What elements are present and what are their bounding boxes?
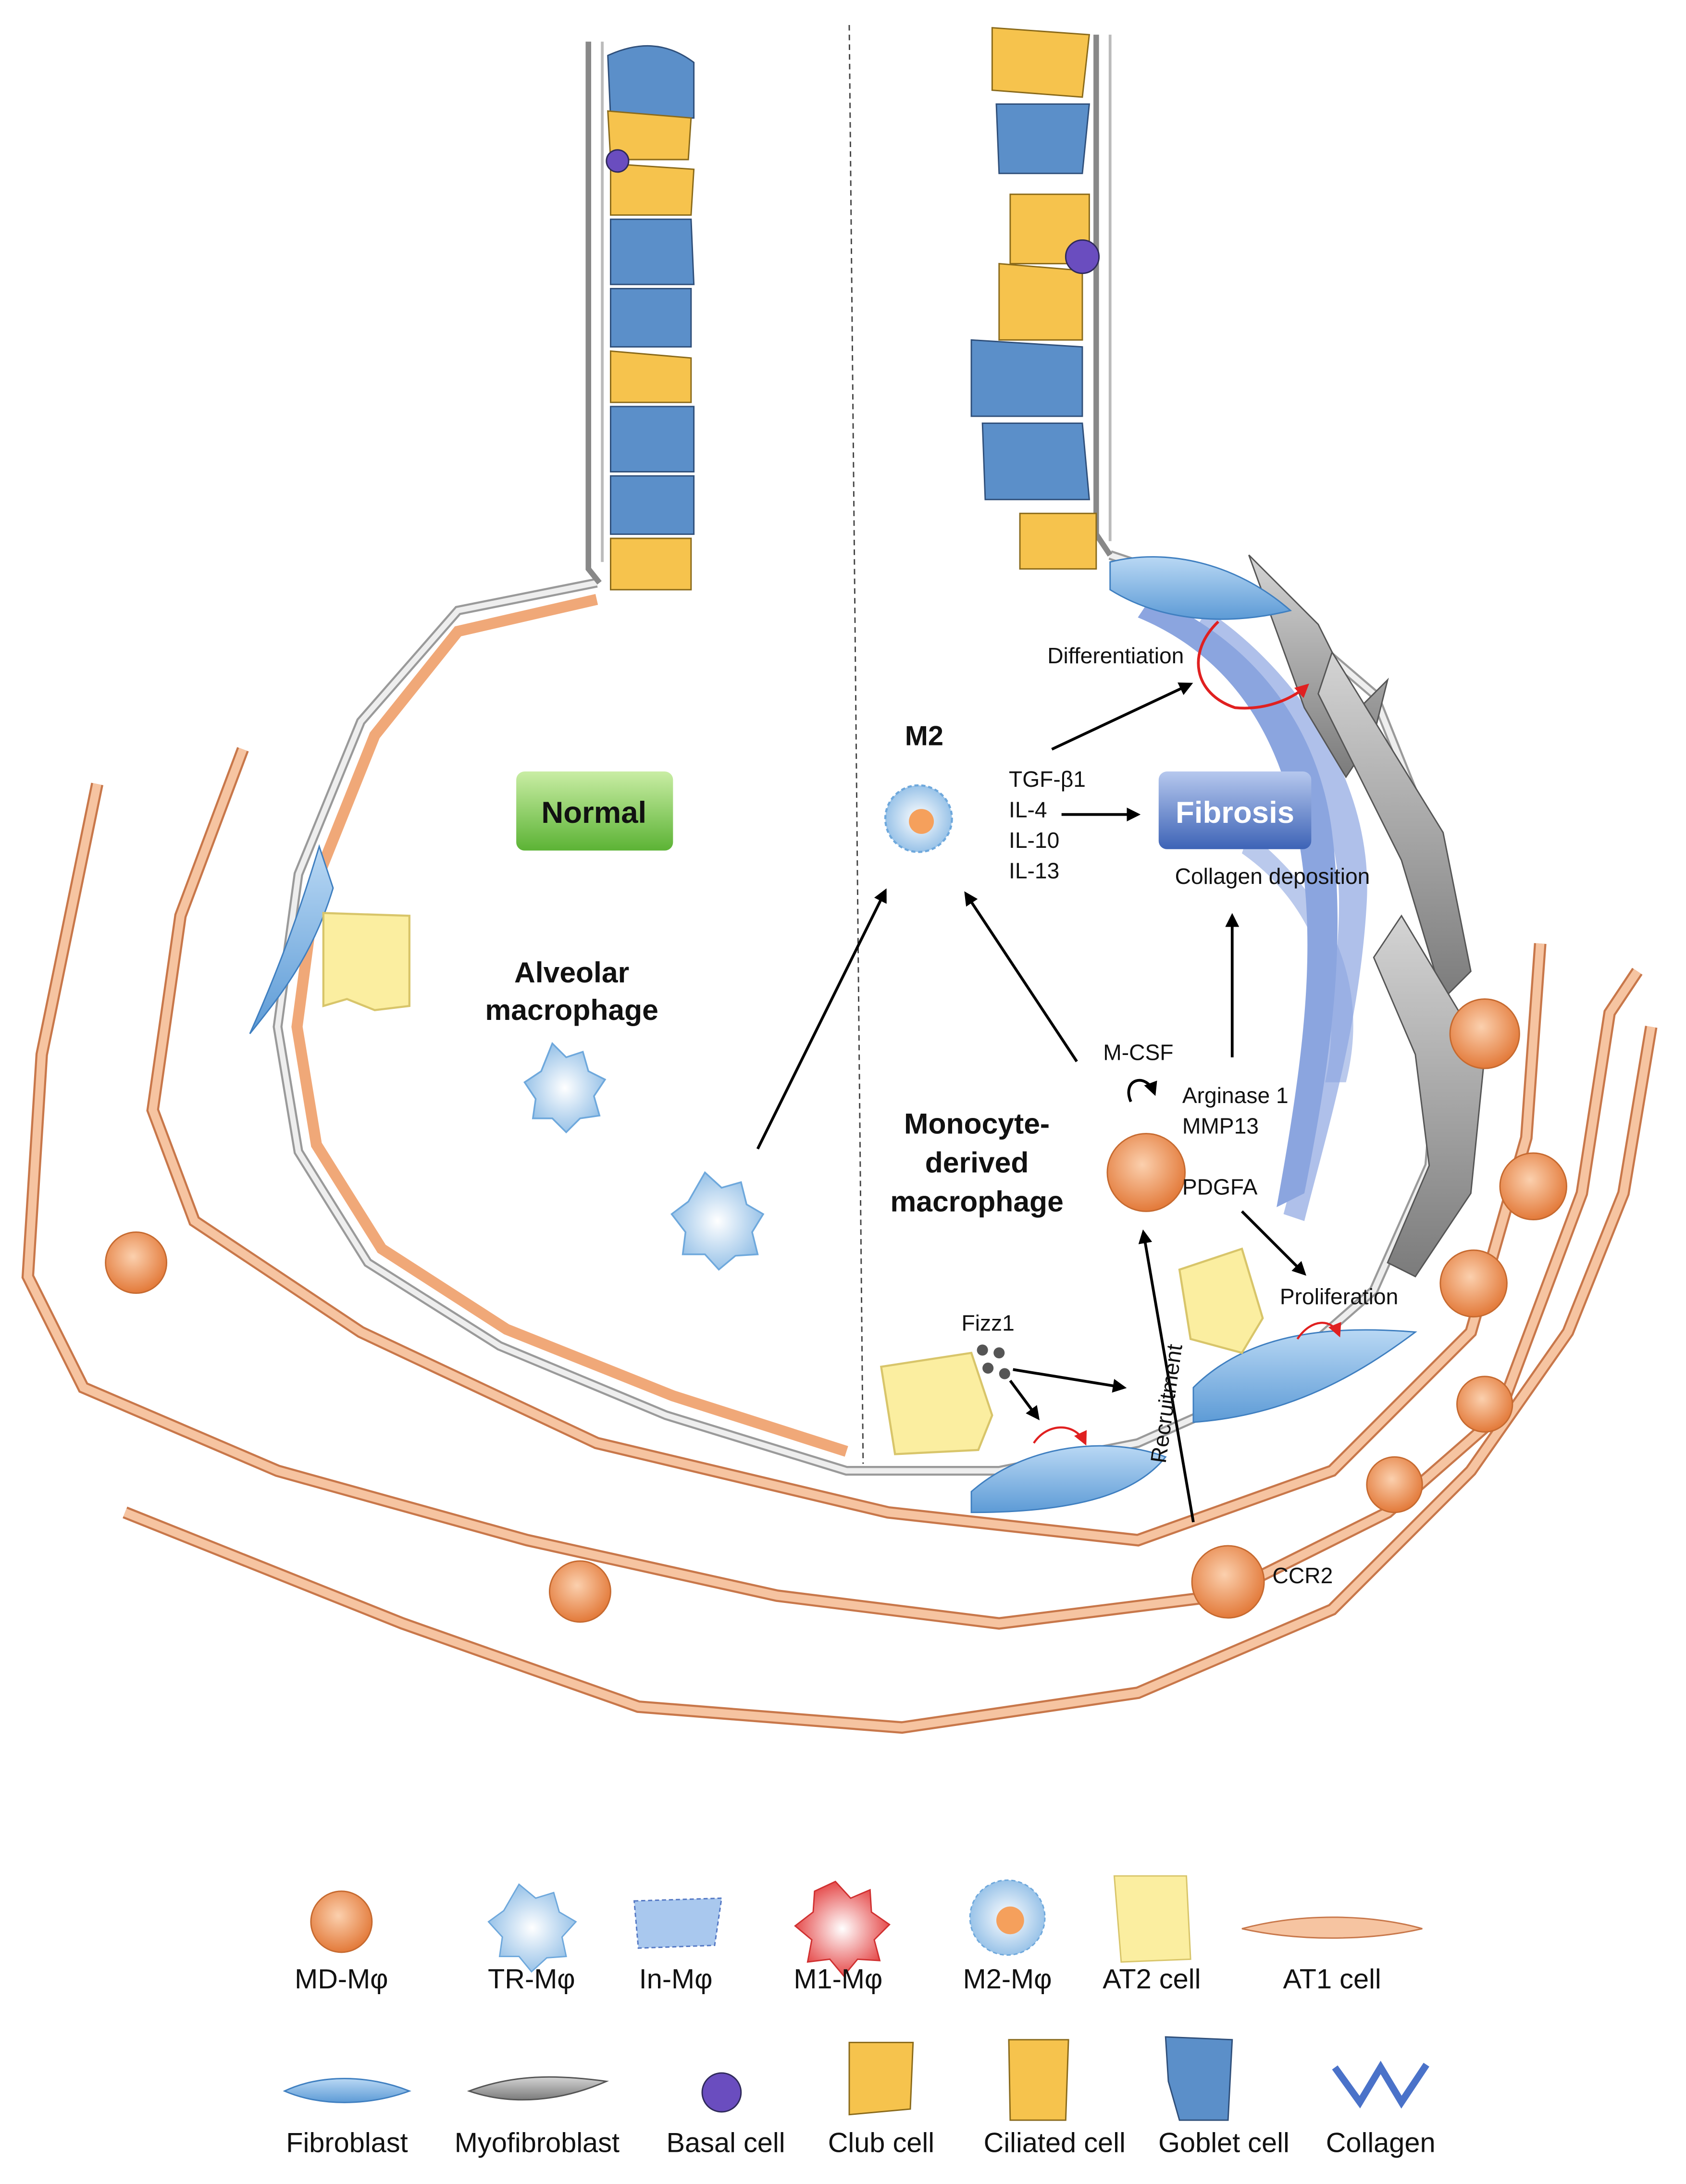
club-cell-icon	[848, 2042, 914, 2116]
basal-cell-icon	[701, 2072, 742, 2113]
pdgfa-label: PDGFA	[1182, 1175, 1258, 1200]
capillary-layers	[21, 747, 1658, 1734]
alveolar-macrophage-label-2: macrophage	[485, 993, 658, 1026]
fibrosis-box	[1158, 771, 1312, 849]
svg-text:IL-13: IL-13	[1009, 858, 1059, 883]
legend-label-club: Club cell	[828, 2128, 934, 2159]
differentiation-red-arrow	[1197, 620, 1309, 710]
legend-label-fibroblast: Fibroblast	[286, 2128, 408, 2159]
collagen-icon	[1332, 2060, 1429, 2109]
md-macrophage-icon	[310, 1890, 373, 1953]
collagen-deposition-label: Collagen deposition	[1175, 864, 1370, 889]
legend-label-at1: AT1 cell	[1283, 1964, 1381, 1995]
midline-divider	[848, 25, 864, 1464]
left-epithelium	[606, 45, 695, 591]
svg-text:IL-10: IL-10	[1009, 828, 1059, 853]
right-epithelium	[970, 27, 1100, 570]
svg-text:TGF-β1: TGF-β1	[1009, 767, 1086, 792]
legend-label-goblet: Goblet cell	[1158, 2128, 1289, 2159]
legend: MD-Mφ TR-Mφ In-Mφ M1-Mφ M2-Mφ AT2 cell A…	[283, 1875, 1436, 2159]
mmp13-label: MMP13	[1182, 1114, 1259, 1139]
mdm-label-2: derived	[925, 1146, 1029, 1179]
m1-macrophage-icon	[794, 1880, 891, 1977]
normal-box	[516, 771, 673, 851]
legend-label-in: In-Mφ	[639, 1964, 713, 1995]
ccr2-label: CCR2	[1272, 1563, 1333, 1588]
mcsf-label: M-CSF	[1103, 1040, 1173, 1065]
svg-text:IL-4: IL-4	[1009, 797, 1047, 822]
arrows	[756, 682, 1306, 1523]
mdm-label-3: macrophage	[890, 1185, 1063, 1217]
fibrosis-label: Fibrosis	[1176, 796, 1294, 830]
myofibroblast-icon	[467, 2076, 609, 2101]
legend-label-m2: M2-Mφ	[963, 1964, 1052, 1995]
legend-label-collagen: Collagen	[1326, 2128, 1436, 2159]
fizz1-label: Fizz1	[962, 1311, 1015, 1336]
arginase-label: Arginase 1	[1182, 1083, 1289, 1108]
ciliated-cell-icon	[1008, 2039, 1069, 2121]
fibroblast-icon	[283, 2078, 411, 2103]
legend-label-at2: AT2 cell	[1103, 1964, 1201, 1995]
legend-label-tr: TR-Mφ	[488, 1964, 575, 1995]
at2-cells	[322, 912, 1264, 1455]
tr-macrophage-icon	[487, 1883, 577, 1973]
legend-label-basal: Basal cell	[667, 2128, 785, 2159]
md-macrophages	[105, 998, 1567, 1623]
left-airway	[585, 41, 604, 585]
right-airway	[1093, 35, 1113, 557]
normal-label: Normal	[541, 796, 646, 830]
legend-label-md: MD-Mφ	[295, 1964, 388, 1995]
m2-label: M2	[905, 720, 943, 751]
goblet-cell-icon	[1165, 2036, 1233, 2121]
alveolar-macrophage-label: Alveolar	[514, 956, 629, 989]
collagen-bundle	[1138, 596, 1367, 1221]
legend-label-myofibroblast: Myofibroblast	[455, 2128, 620, 2159]
legend-label-ciliated: Ciliated cell	[984, 2128, 1126, 2159]
differentiation-label: Differentiation	[1047, 643, 1184, 668]
tr-macrophages	[523, 1042, 765, 1271]
proliferation-label: Proliferation	[1280, 1284, 1398, 1309]
mdm-label-1: Monocyte-	[904, 1107, 1050, 1140]
at2-cell-icon	[1113, 1875, 1191, 1963]
legend-label-m1: M1-Mφ	[793, 1964, 882, 1995]
in-macrophage-icon	[633, 1897, 723, 1949]
at1-cell-icon	[1241, 1916, 1423, 1939]
fibroblasts	[249, 556, 1417, 1514]
cytokine-list: TGF-β1 IL-4 IL-10 IL-13	[1009, 767, 1086, 883]
